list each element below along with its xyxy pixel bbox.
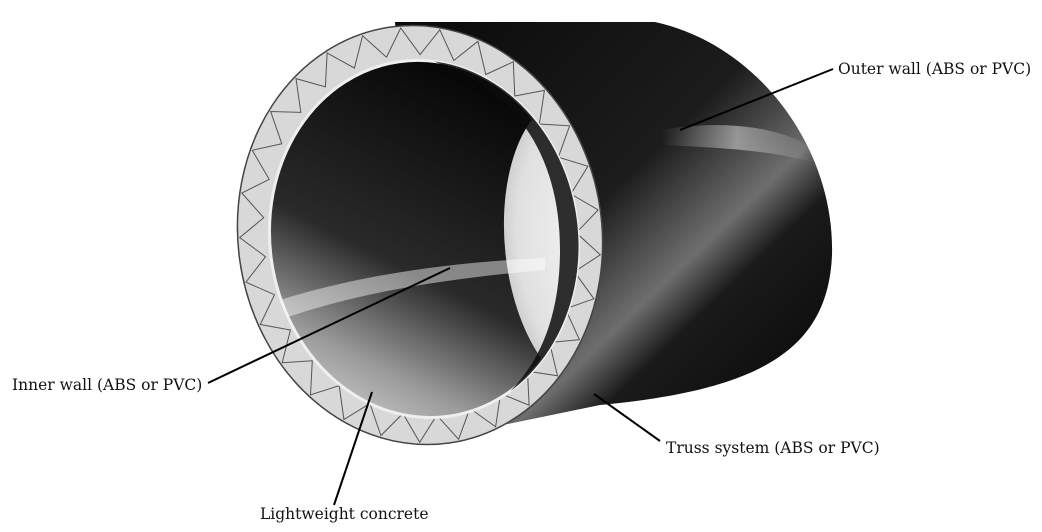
truss-system-label: Truss system (ABS or PVC) xyxy=(666,439,880,457)
inner-wall-label: Inner wall (ABS or PVC) xyxy=(12,376,202,394)
lightweight-concrete-label: Lightweight concrete xyxy=(260,505,429,523)
outer-wall-label: Outer wall (ABS or PVC) xyxy=(838,60,1031,78)
